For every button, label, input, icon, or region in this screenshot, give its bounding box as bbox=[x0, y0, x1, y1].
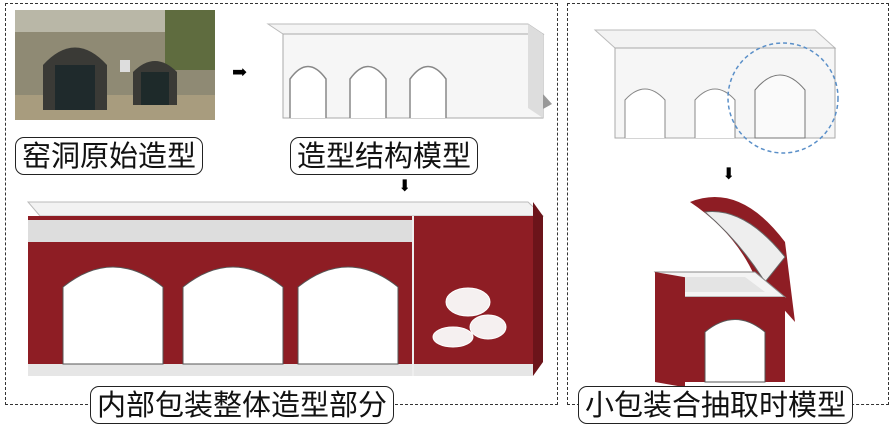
label-whole-package: 内部包装整体造型部分 bbox=[90, 386, 395, 424]
highlight-circle bbox=[727, 42, 839, 154]
pull-out-structure-model bbox=[593, 29, 839, 154]
whole-package-model bbox=[26, 201, 545, 376]
down-arrow-icon: ⬇ bbox=[398, 176, 412, 195]
label-small-package: 小包装合抽取时模型 bbox=[578, 386, 854, 424]
label-original-shape: 窑洞原始造型 bbox=[15, 137, 204, 175]
down-arrow-icon-right: ⬇ bbox=[722, 164, 736, 183]
label-structure-model: 造型结构模型 bbox=[290, 137, 479, 175]
structure-model bbox=[266, 23, 552, 119]
small-package-model bbox=[653, 197, 795, 387]
cave-dwelling-photo bbox=[15, 10, 215, 120]
right-arrow-icon: ➡ bbox=[232, 62, 248, 83]
